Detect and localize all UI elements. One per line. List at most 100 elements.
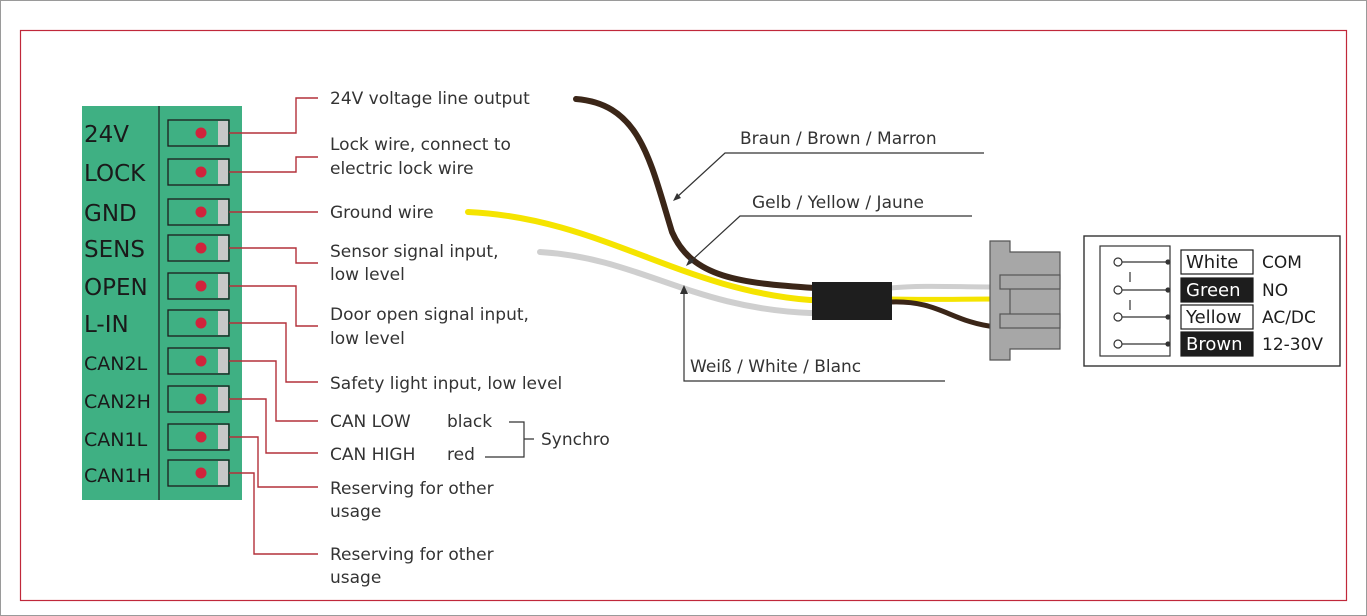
schematic-terminal-white: [1113, 257, 1123, 267]
leader-lin: [229, 322, 318, 383]
white-wire-label: Weiß / White / Blanc: [690, 357, 861, 377]
pin-contact-24v: [218, 121, 228, 145]
pin-label-can2h: CAN2H: [84, 391, 151, 413]
callout-can2h-line1: CAN HIGH: [330, 445, 415, 465]
wire-yellow: [465, 209, 818, 303]
terminal-block: 24VLOCKGNDSENSOPENL-INCAN2LCAN2HCAN1LCAN…: [82, 106, 242, 500]
row-color-cell-white: [1180, 249, 1254, 275]
connector-body: [989, 240, 1061, 361]
leader-open: [229, 285, 318, 327]
pin-contact-open: [218, 274, 228, 298]
pin-dot-gnd: [195, 206, 207, 218]
connector-slot-bottom: [999, 313, 1061, 329]
callout-can1l-line2: usage: [330, 502, 381, 522]
callout-sens: Sensor signal input, low level: [330, 242, 504, 285]
row-color-cell-yellow: [1180, 304, 1254, 330]
pin-label-can1l: CAN1L: [84, 429, 148, 451]
white-leader: [683, 290, 945, 382]
pin-label-gnd: GND: [84, 201, 137, 227]
leader-can2h: [229, 398, 318, 454]
pin-label-sens: SENS: [84, 237, 145, 263]
wire-brown: [573, 96, 818, 291]
synchro-label: Synchro: [541, 430, 610, 450]
row-color-white: White: [1186, 252, 1238, 273]
callout-can1h: Reserving for other usage: [330, 545, 499, 588]
pin-contact-gnd: [218, 200, 228, 224]
schematic-node-white: [1165, 259, 1171, 265]
leader-sens: [229, 247, 318, 264]
connector-slot-top: [999, 274, 1061, 290]
pin-dot-can1l: [195, 431, 207, 443]
brown-arrowhead: [673, 193, 681, 201]
leader-can2l: [229, 360, 318, 422]
brown-wire-label: Braun / Brown / Marron: [740, 129, 937, 149]
callout-open-line1: Door open signal input,: [330, 305, 529, 325]
pin-dot-lin: [195, 317, 207, 329]
leader-can1l: [229, 436, 318, 488]
callout-can2l: CAN LOW: [330, 412, 411, 432]
cable-sleeve: [812, 282, 892, 320]
schematic-terminal-yellow: [1113, 312, 1123, 322]
row-color-yellow: Yellow: [1185, 307, 1241, 328]
pin-label-lin: L-IN: [84, 312, 129, 338]
row-signal-yellow: AC/DC: [1262, 308, 1316, 328]
pin-contact-can1l: [218, 425, 228, 449]
connector-plug: [989, 240, 1061, 361]
brown-leader: [675, 152, 984, 199]
table-schematic: [1113, 257, 1171, 349]
synchro-group: black red Synchro: [447, 412, 610, 465]
synchro-red-label: red: [447, 445, 475, 465]
yellow-wire-label: Gelb / Yellow / Jaune: [752, 193, 924, 213]
callout-lock-line2: electric lock wire: [330, 159, 474, 179]
leader-can1h: [229, 472, 318, 555]
schematic-terminal-green: [1113, 285, 1123, 295]
schematic-node-brown: [1165, 341, 1171, 347]
row-color-cell-green: [1180, 277, 1254, 303]
callout-lin-line1: Safety light input, low level: [330, 374, 562, 394]
leader-lines: [229, 97, 318, 555]
wire-brown-tail: [889, 299, 997, 330]
row-color-brown: Brown: [1186, 334, 1243, 355]
yellow-arrowhead: [686, 257, 694, 266]
callout-open-line2: low level: [330, 329, 405, 349]
pin-dot-lock: [195, 166, 207, 178]
pin-dot-open: [195, 280, 207, 292]
synchro-bracket: [485, 421, 534, 458]
pin-contact-can2l: [218, 349, 228, 373]
pin-contact-can1h: [218, 461, 228, 485]
schematic-terminal-brown: [1113, 339, 1123, 349]
callout-lock-line1: Lock wire, connect to: [330, 135, 511, 155]
callout-can2h: CAN HIGH: [330, 445, 415, 465]
callout-can1l: Reserving for other usage: [330, 479, 499, 522]
callout-lock: Lock wire, connect to electric lock wire: [330, 135, 516, 179]
pin-contact-lin: [218, 311, 228, 335]
pin-contact-can2h: [218, 387, 228, 411]
pin-label-can1h: CAN1H: [84, 465, 151, 487]
pin-dot-can1h: [195, 467, 207, 479]
synchro-black-label: black: [447, 412, 492, 432]
yellow-leader: [689, 215, 972, 263]
table-schematic-box: [1099, 245, 1171, 357]
schematic-node-yellow: [1165, 314, 1171, 320]
leader-24v: [229, 97, 318, 134]
row-signal-green: NO: [1262, 281, 1288, 301]
pin-labels: 24VLOCKGNDSENSOPENL-INCAN2LCAN2HCAN1LCAN…: [84, 122, 151, 487]
callout-can2l-line1: CAN LOW: [330, 412, 411, 432]
cables: [465, 96, 997, 330]
callout-open: Door open signal input, low level: [330, 305, 534, 349]
callouts: 24V voltage line output Lock wire, conne…: [330, 89, 562, 588]
pin-label-lock: LOCK: [84, 161, 146, 187]
callout-can1h-line1: Reserving for other: [330, 545, 494, 565]
callout-sens-line1: Sensor signal input,: [330, 242, 499, 262]
wire-label-leaders: Braun / Brown / Marron Gelb / Yellow / J…: [673, 129, 984, 382]
pin-dot-can2h: [195, 393, 207, 405]
schematic-node-green: [1165, 287, 1171, 293]
pin-dot-24v: [195, 127, 207, 139]
row-color-cell-brown: [1180, 331, 1254, 357]
callout-gnd-line1: Ground wire: [330, 203, 434, 223]
callout-24v-line1: 24V voltage line output: [330, 89, 530, 109]
pin-label-open: OPEN: [84, 275, 148, 301]
leader-lock: [229, 156, 318, 173]
